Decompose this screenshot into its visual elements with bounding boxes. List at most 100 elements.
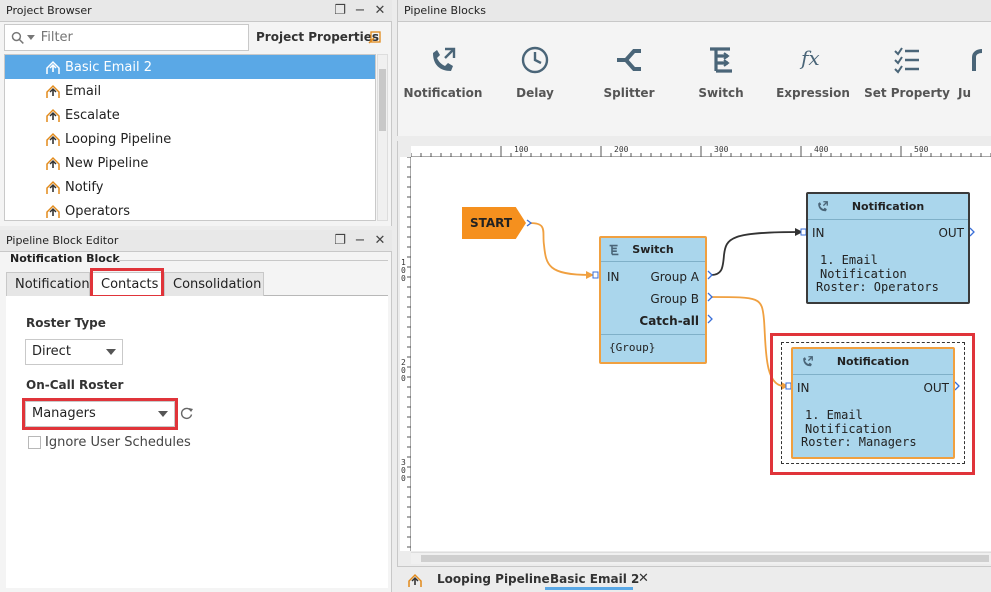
selection-marquee	[781, 342, 965, 464]
tool-label: Delay	[516, 86, 554, 100]
tool-label: Expression	[776, 86, 850, 100]
switch-output-catch-all: Catch-all	[639, 314, 699, 328]
tree-item-operators[interactable]: Operators	[5, 199, 375, 220]
project-properties-link[interactable]: Project Properties	[256, 30, 379, 44]
checklist-icon	[894, 47, 919, 74]
notification-line-1: 1. Email Notification	[805, 408, 892, 436]
switch-node-header: Switch	[601, 238, 705, 262]
roster-type-select[interactable]: Direct	[25, 339, 123, 365]
tab-notification[interactable]: Notification	[6, 272, 90, 296]
tool-label: Notification	[403, 86, 483, 100]
start-node[interactable]: START	[462, 207, 526, 239]
switch-divider	[601, 334, 705, 335]
notification-input-label: IN	[797, 381, 810, 395]
switch-icon	[609, 244, 619, 256]
roster-type-value: Direct	[32, 344, 71, 359]
scrollbar-thumb[interactable]	[379, 69, 386, 131]
chevron-down-icon	[158, 411, 168, 417]
jump-icon	[972, 49, 983, 71]
tool-switch[interactable]: Switch	[678, 42, 764, 100]
refresh-icon[interactable]	[180, 406, 194, 420]
notification-node-header: Notification	[793, 349, 953, 375]
notification-node-managers[interactable]: Notification IN OUT 1. Email Notificatio…	[791, 347, 955, 459]
canvas-horizontal-scrollbar[interactable]	[411, 552, 991, 564]
filter-input[interactable]	[40, 30, 248, 45]
switch-node[interactable]: Switch IN Group A Group B Catch-all {Gro…	[599, 236, 707, 364]
restore-icon[interactable]: ❐	[334, 233, 346, 248]
filter-box[interactable]	[4, 24, 249, 51]
pipeline-blocks-title: Pipeline Blocks	[404, 4, 487, 17]
notification-node-operators[interactable]: Notification IN OUT 1. Email Notificatio…	[806, 192, 970, 304]
switch-node-title: Switch	[632, 243, 674, 256]
tree-item-label: Email	[65, 83, 102, 99]
ruler-label-100: 100	[514, 145, 529, 154]
project-properties-icon[interactable]	[368, 30, 382, 44]
tree-scrollbar[interactable]	[377, 54, 388, 221]
editor-tabs: Notification Contacts Consolidation	[6, 272, 388, 296]
section-divider	[116, 260, 388, 261]
tab-looping-pipeline[interactable]: Looping Pipeline	[437, 572, 550, 586]
tool-notification[interactable]: Notification	[400, 42, 486, 100]
tree-item-label: New Pipeline	[65, 155, 149, 171]
tool-label: Splitter	[603, 86, 655, 100]
project-browser-panel: Project Browser ❐ − ✕ Project Properties…	[0, 0, 392, 226]
ignore-schedules-checkbox[interactable]	[28, 436, 41, 449]
ignore-schedules-label: Ignore User Schedules	[45, 435, 191, 450]
tab-contacts[interactable]: Contacts	[92, 272, 164, 296]
pipeline-tree: Basic Email 2 Email Escalate Looping Pip…	[4, 54, 376, 221]
tree-item-escalate[interactable]: Escalate	[5, 103, 375, 127]
project-browser-title: Project Browser	[6, 4, 92, 17]
tool-expression[interactable]: fx Expression	[770, 42, 856, 100]
switch-output-group-b: Group B	[650, 292, 699, 306]
clock-icon	[521, 46, 549, 74]
tree-item-email[interactable]: Email	[5, 79, 375, 103]
active-tab-indicator	[545, 587, 633, 590]
ruler-label-400: 400	[814, 145, 829, 154]
chevron-down-icon[interactable]	[26, 34, 35, 41]
ruler-label-v200: 2 0 0	[401, 358, 406, 383]
pipeline-icon	[46, 132, 60, 146]
notification-line-1: 1. Email Notification	[820, 253, 907, 281]
ruler-label-v300: 3 0 0	[401, 458, 406, 483]
close-icon[interactable]: ✕	[374, 3, 386, 18]
phone-notification-icon	[803, 356, 813, 367]
tool-set-property[interactable]: Set Property	[864, 42, 950, 100]
tool-jump[interactable]: Ju	[956, 42, 991, 100]
close-icon[interactable]: ✕	[638, 571, 649, 586]
tab-consolidation[interactable]: Consolidation	[164, 272, 264, 296]
pipeline-icon	[46, 60, 60, 74]
tree-item-new-pipeline[interactable]: New Pipeline	[5, 151, 375, 175]
tool-label: Ju	[958, 86, 972, 100]
tool-splitter[interactable]: Splitter	[586, 42, 672, 100]
pipeline-blocks-header: Pipeline Blocks	[398, 0, 991, 22]
restore-icon[interactable]: ❐	[334, 3, 346, 18]
horizontal-ruler: 100 200 300 400 500	[411, 145, 991, 157]
tree-item-label: Notify	[65, 179, 104, 195]
tree-item-notify[interactable]: Notify	[5, 175, 375, 199]
ruler-label-v100: 1 0 0	[401, 258, 406, 283]
tree-item-looping-pipeline[interactable]: Looping Pipeline	[5, 127, 375, 151]
tool-label: Set Property	[864, 86, 950, 100]
oncall-roster-select[interactable]: Managers	[25, 401, 175, 427]
pipeline-icon	[46, 84, 60, 98]
close-icon[interactable]: ✕	[374, 233, 386, 248]
minimize-icon[interactable]: −	[354, 233, 366, 248]
tree-item-basic-email-2[interactable]: Basic Email 2	[5, 55, 375, 79]
scrollbar-thumb[interactable]	[421, 555, 989, 562]
notification-roster: Roster: Operators	[816, 280, 939, 294]
block-editor-header: Pipeline Block Editor ❐ − ✕	[0, 230, 392, 252]
switch-icon	[710, 47, 732, 73]
svg-text:fx: fx	[799, 46, 820, 70]
switch-input-label: IN	[607, 270, 620, 284]
tab-basic-email-2[interactable]: Basic Email 2	[550, 572, 640, 586]
splitter-icon	[617, 49, 641, 71]
tool-delay[interactable]: Delay	[492, 42, 578, 100]
start-output-port[interactable]	[526, 219, 532, 227]
minimize-icon[interactable]: −	[354, 3, 366, 18]
vertical-ruler: 1 0 0 2 0 0 3 0 0	[400, 157, 411, 551]
ruler-label-200: 200	[614, 145, 629, 154]
notification-node-title: Notification	[836, 355, 910, 368]
fx-icon: fx	[799, 46, 820, 70]
project-browser-header: Project Browser ❐ − ✕	[0, 0, 392, 22]
notification-output-label: OUT	[938, 226, 964, 240]
